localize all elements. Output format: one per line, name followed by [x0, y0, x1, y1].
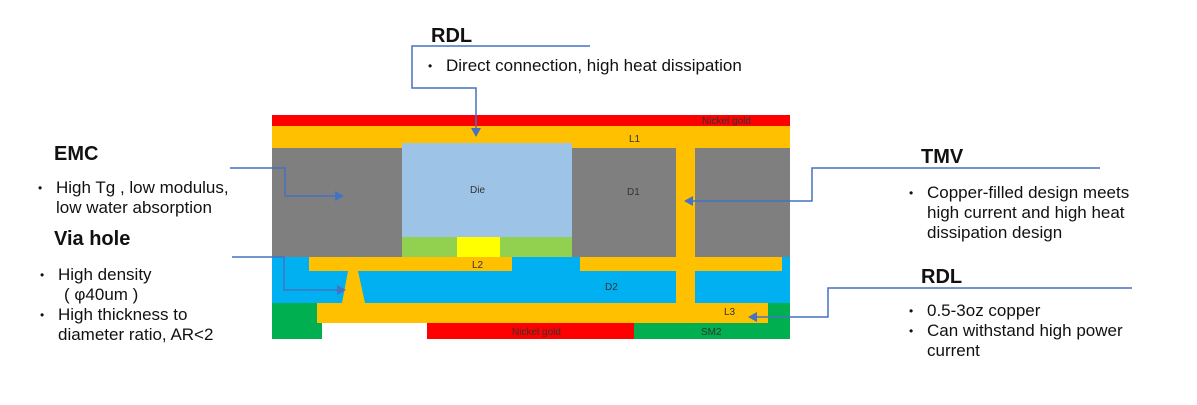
via-hole-title: Via hole	[54, 228, 131, 250]
tmv-leader-line	[690, 167, 1100, 202]
via-line-2: ( φ40um )	[64, 285, 139, 304]
sm2-label: SM2	[701, 327, 722, 338]
rdl-bottom-arrowhead	[748, 312, 757, 322]
via-line-3: High thickness to	[38, 305, 213, 325]
rdl-bottom-line-2: Can withstand high power	[907, 321, 1123, 341]
rdl-top-title: RDL	[431, 25, 473, 47]
emc-leader-line	[230, 167, 338, 197]
tmv-line-1: Copper-filled design meets	[907, 183, 1129, 203]
emc-line-1: High Tg , low modulus,	[36, 178, 229, 198]
die-block	[402, 143, 572, 237]
tmv-copper-via	[676, 148, 695, 303]
via-line-1: High density	[38, 265, 213, 285]
via-leader-line	[232, 256, 340, 291]
tmv-line-2: high current and high heat	[927, 203, 1125, 222]
die-label: Die	[470, 185, 485, 196]
rdl-top-callout: RDL Direct connection, high heat dissipa…	[428, 24, 742, 76]
rdl-top-line-1: Direct connection, high heat dissipation	[426, 56, 742, 76]
via-arrowhead	[337, 285, 346, 295]
rdl-bottom-line-3: current	[927, 341, 980, 360]
solder-mask-right-top	[768, 303, 790, 323]
emc-line-2: low water absorption	[56, 198, 212, 217]
tmv-arrowhead	[684, 196, 693, 206]
tmv-line-3: dissipation design	[927, 223, 1063, 242]
l2-copper-left	[309, 257, 512, 271]
l3-label: L3	[724, 307, 736, 318]
via-hole-callout: Via hole High density ( φ40um ) High thi…	[40, 227, 213, 345]
emc-title: EMC	[54, 143, 99, 165]
d1-label: D1	[627, 187, 640, 198]
rdl-bottom-title: RDL	[921, 266, 963, 288]
emc-callout: EMC High Tg , low modulus, low water abs…	[38, 142, 229, 218]
rdl-bottom-leader-line	[754, 287, 1132, 318]
rdl-top-leader-line	[411, 45, 590, 132]
rdl-top-arrowhead	[471, 128, 481, 137]
emc-left-block	[272, 148, 402, 257]
solder-mask-right	[634, 323, 790, 339]
tmv-callout: TMV Copper-filled design meets high curr…	[909, 145, 1129, 243]
solder-mask-left	[272, 303, 322, 339]
rdl-bottom-callout: RDL 0.5-3oz copper Can withstand high po…	[909, 265, 1123, 361]
l1-copper-layer	[272, 126, 790, 148]
bottom-nickel-gold-layer	[427, 323, 634, 339]
tmv-title: TMV	[921, 146, 964, 168]
die-pad	[457, 237, 500, 257]
via-hole	[342, 271, 365, 303]
rdl-bottom-line-1: 0.5-3oz copper	[907, 301, 1123, 321]
via-line-4: diameter ratio, AR<2	[58, 325, 214, 344]
l3-copper-layer	[317, 303, 768, 323]
top-nickel-gold-layer	[272, 115, 790, 126]
top-nickel-gold-label: Nickel gold	[702, 116, 751, 127]
d2-label: D2	[605, 282, 618, 293]
l1-label: L1	[629, 134, 641, 145]
emc-arrowhead	[335, 191, 344, 201]
bottom-nickel-gold-label: Nickel gold	[512, 327, 561, 338]
l2-label: L2	[472, 260, 484, 271]
